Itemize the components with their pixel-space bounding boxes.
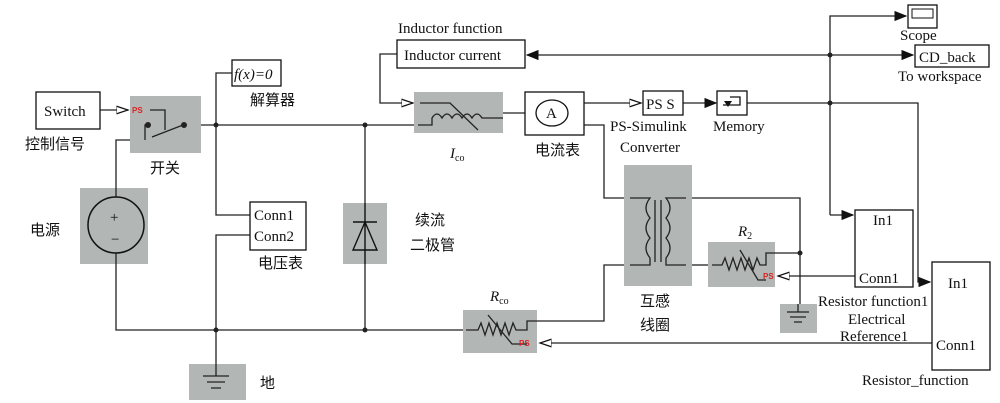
resistor-function1-subsystem[interactable]: In1 Conn1 <box>854 209 914 288</box>
scope-icon <box>911 8 934 19</box>
transformer-icon <box>630 197 686 266</box>
ammeter-label: 电流表 <box>535 141 580 159</box>
ground-icon <box>203 364 229 389</box>
ammeter-icon <box>535 99 569 127</box>
resistor-function-label: Resistor_function <box>862 373 969 389</box>
in1-port: In1 <box>873 213 893 229</box>
switch-signal-label: 控制信号 <box>25 135 85 153</box>
dc-source-icon <box>87 196 145 254</box>
scope-label: Scope <box>900 28 937 44</box>
rco-label: Rco <box>489 289 509 307</box>
voltmeter-label: 电压表 <box>258 254 303 272</box>
electrical-reference-label-1: Electrical <box>848 312 905 328</box>
diode-label-1: 续流 <box>415 211 445 229</box>
electrical-reference-block[interactable] <box>780 304 817 333</box>
conn1-port: Conn1 <box>936 338 976 354</box>
electrical-reference-label-2: Reference1 <box>840 329 908 345</box>
svg-text:+: + <box>110 210 118 226</box>
to-workspace-text: CD_back <box>919 50 976 66</box>
diode-icon <box>351 203 379 264</box>
memory-block[interactable] <box>716 90 748 116</box>
ps-port-tag: PS <box>132 106 143 115</box>
transformer-label-2: 线圈 <box>640 316 670 334</box>
resistor-function-subsystem[interactable]: In1 Conn1 <box>931 261 991 371</box>
resistor-function1-label: Resistor function1 <box>818 294 928 310</box>
conn2-port: Conn2 <box>254 229 294 245</box>
inductor-icon <box>418 102 503 131</box>
ammeter-text: A <box>546 106 557 122</box>
to-workspace-label: To workspace <box>898 69 982 85</box>
conn1-port: Conn1 <box>859 271 899 287</box>
resistor-icon <box>466 314 537 345</box>
solver-block[interactable]: f(x)=0 <box>231 59 282 87</box>
inductor-current-block[interactable]: Inductor current <box>396 39 526 69</box>
switch-block[interactable]: PS <box>130 96 201 153</box>
ammeter-block[interactable]: A <box>524 91 585 136</box>
r2-variable-resistor-block[interactable]: PS <box>708 242 775 287</box>
inductor-current-text: Inductor current <box>404 48 502 64</box>
rco-variable-resistor-block[interactable]: PS <box>463 310 537 353</box>
inductor-label: Ico <box>449 146 464 164</box>
inductor-function-label: Inductor function <box>398 21 503 37</box>
voltage-source-block[interactable]: +− <box>80 188 148 264</box>
variable-inductor-block[interactable] <box>414 92 503 133</box>
switch-signal-block[interactable]: Switch <box>35 91 101 130</box>
resistor-icon <box>712 249 775 281</box>
diode-block[interactable] <box>343 203 387 264</box>
mutual-inductor-block[interactable] <box>624 165 692 286</box>
ps-port-tag: PS <box>519 339 530 348</box>
ps-converter-text: PS S <box>646 97 675 113</box>
svg-text:−: − <box>111 232 119 248</box>
ps-converter-label-1: PS-Simulink <box>610 119 687 135</box>
diode-label-2: 二极管 <box>410 236 455 254</box>
voltmeter-block[interactable]: Conn1 Conn2 <box>249 201 307 251</box>
ps-simulink-converter-block[interactable]: PS S <box>642 90 684 116</box>
ground-block[interactable] <box>189 364 246 400</box>
source-label: 电源 <box>30 221 60 239</box>
memory-icon <box>723 96 741 106</box>
ground-label: 地 <box>260 374 275 392</box>
transformer-label-1: 互感 <box>640 292 670 310</box>
solver-label: 解算器 <box>250 91 295 109</box>
wires <box>100 10 932 364</box>
solver-text: f(x)=0 <box>234 67 273 83</box>
in1-port: In1 <box>948 276 968 292</box>
switch-signal-text: Switch <box>44 104 86 120</box>
to-workspace-block[interactable]: CD_back <box>914 44 990 68</box>
ps-port-tag: PS <box>763 272 774 281</box>
switch-label: 开关 <box>150 159 180 177</box>
ground-icon <box>787 304 809 323</box>
memory-label: Memory <box>713 119 765 135</box>
ps-converter-label-2: Converter <box>620 140 680 156</box>
conn1-port: Conn1 <box>254 208 294 224</box>
r2-label: R2 <box>737 224 752 242</box>
scope-block[interactable] <box>907 4 938 29</box>
